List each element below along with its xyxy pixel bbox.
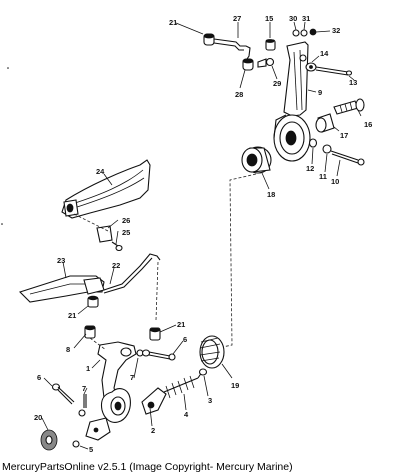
callout-18: 18 bbox=[267, 190, 275, 199]
callout-10: 10 bbox=[331, 177, 339, 186]
callout-24: 24 bbox=[96, 167, 105, 176]
callout-labels: 21 27 15 30 31 32 14 29 13 28 9 16 17 12… bbox=[34, 14, 372, 454]
callout-21-top: 21 bbox=[169, 18, 177, 27]
pivot-21-mid bbox=[87, 295, 99, 308]
callout-3: 3 bbox=[208, 396, 212, 405]
callout-9: 9 bbox=[318, 88, 322, 97]
callout-6-left: 6 bbox=[37, 373, 41, 382]
callout-31: 31 bbox=[302, 14, 310, 23]
scan-speck bbox=[7, 67, 9, 69]
callout-8: 8 bbox=[66, 345, 70, 354]
scan-speck bbox=[1, 223, 3, 225]
assembly-guide-line bbox=[217, 173, 257, 349]
callout-32: 32 bbox=[332, 26, 340, 35]
bushing-18 bbox=[241, 146, 272, 174]
bracket-24 bbox=[61, 159, 151, 233]
clip-26-25 bbox=[96, 225, 123, 252]
lower-lever-assembly bbox=[40, 325, 176, 451]
callout-28: 28 bbox=[235, 90, 243, 99]
pulley-19 bbox=[199, 335, 225, 369]
callout-23: 23 bbox=[57, 256, 65, 265]
callout-22: 22 bbox=[112, 261, 120, 270]
linkage-rod-22 bbox=[103, 253, 161, 321]
callout-7-left: 7 bbox=[82, 384, 86, 393]
callout-4: 4 bbox=[184, 410, 189, 419]
callout-16: 16 bbox=[364, 120, 372, 129]
callout-2: 2 bbox=[151, 426, 155, 435]
callout-leaders bbox=[41, 21, 362, 450]
callout-21-mid: 21 bbox=[68, 311, 76, 320]
callout-7-right: 7 bbox=[130, 373, 134, 382]
callout-21-low: 21 bbox=[177, 320, 185, 329]
callout-11: 11 bbox=[319, 172, 327, 181]
throttle-lever-9 bbox=[273, 41, 311, 162]
callout-27: 27 bbox=[233, 14, 241, 23]
callout-30: 30 bbox=[289, 14, 297, 23]
callout-15: 15 bbox=[265, 14, 273, 23]
callout-1: 1 bbox=[86, 364, 90, 373]
callout-19: 19 bbox=[231, 381, 239, 390]
callout-5: 5 bbox=[89, 445, 93, 454]
callout-29: 29 bbox=[273, 79, 281, 88]
callout-12: 12 bbox=[306, 164, 314, 173]
copyright-footer: MercuryPartsOnline v2.5.1 (Image Copyrig… bbox=[2, 461, 293, 473]
callout-17: 17 bbox=[340, 131, 348, 140]
callout-26: 26 bbox=[122, 216, 130, 225]
link-spring-rod bbox=[141, 368, 208, 415]
callout-25: 25 bbox=[122, 228, 130, 237]
linkage-rod-27 bbox=[203, 33, 254, 71]
upper-hardware bbox=[257, 28, 365, 166]
callout-14: 14 bbox=[320, 49, 329, 58]
callout-13: 13 bbox=[349, 78, 357, 87]
callout-6-right: 6 bbox=[183, 335, 187, 344]
arm-23 bbox=[18, 275, 105, 303]
callout-20: 20 bbox=[34, 413, 42, 422]
